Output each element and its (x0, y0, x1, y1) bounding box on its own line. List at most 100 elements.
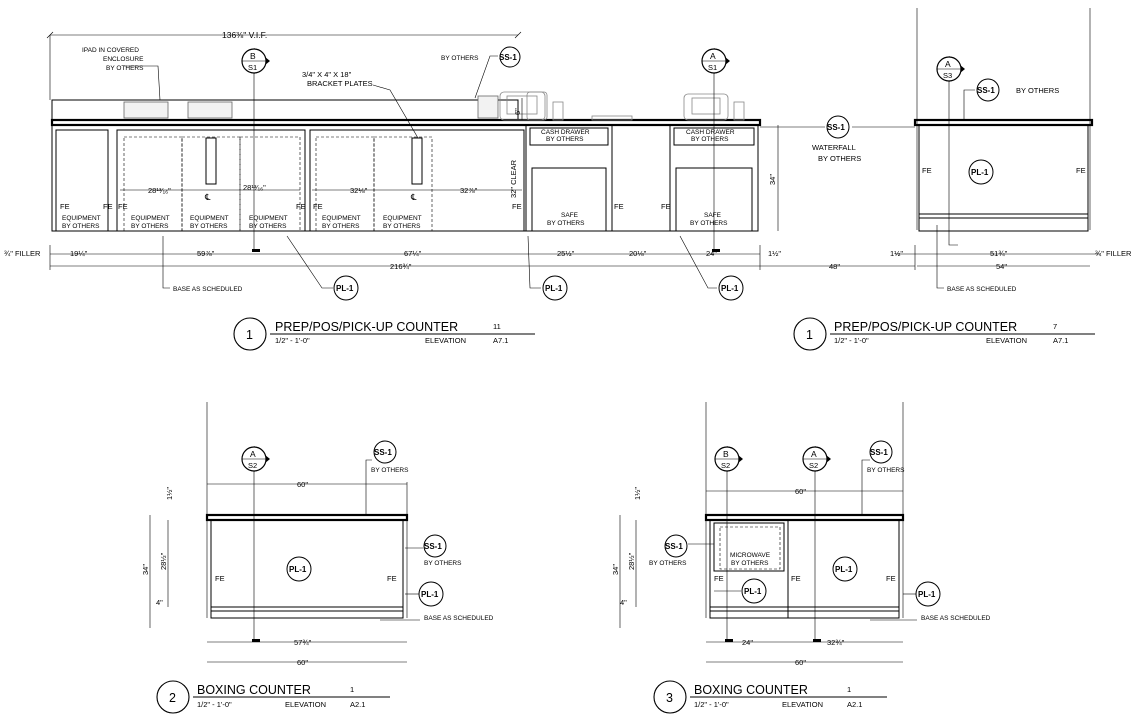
by-others-label: BY OTHERS (383, 223, 421, 230)
fe-label: FE (296, 202, 306, 211)
section-sheet: S2 (721, 461, 730, 470)
section-letter: A (710, 51, 716, 61)
fe-label: FE (661, 202, 671, 211)
elevation-scale: 1/2" - 1'-0" (197, 700, 232, 709)
pl1-tag: PL-1 (968, 159, 994, 185)
section-letter: B (250, 51, 256, 61)
dim-32c: 32¾" (827, 638, 845, 647)
pl1-label: PL-1 (336, 284, 354, 293)
by-others-label: BY OTHERS (249, 223, 287, 230)
title-block-3: 3 BOXING COUNTER 1 1/2" - 1'-0" ELEVATIO… (653, 680, 887, 714)
section-sheet: S2 (248, 461, 257, 470)
by-others-label: BY OTHERS (867, 467, 905, 474)
base-note: BASE AS SCHEDULED (947, 286, 1017, 293)
pl1-tag: PL-1 (542, 275, 568, 301)
fe-label: FE (1076, 166, 1086, 175)
pl1-tag: PL-1 (832, 556, 858, 582)
centerline-mark: ℄ (204, 192, 211, 202)
fe-label: FE (512, 202, 522, 211)
dim-28h: 28½" (159, 552, 168, 570)
dim-28h: 28½" (627, 552, 636, 570)
dim-vif: 136⅜" V.I.F. (222, 30, 267, 40)
dim-67: 67¼" (404, 249, 422, 258)
base-note: BASE AS SCHEDULED (424, 615, 494, 622)
by-others-label: BY OTHERS (371, 467, 409, 474)
elevation-title: PREP/POS/PICK-UP COUNTER (275, 320, 458, 334)
equipment-label: EQUIPMENT (62, 215, 101, 222)
equipment-label: EQUIPMENT (322, 215, 361, 222)
pl1-tag: PL-1 (286, 556, 312, 582)
elevation-title: BOXING COUNTER (694, 683, 808, 697)
pl1-tag: PL-1 (915, 581, 941, 607)
dim-34: 34" (611, 564, 620, 575)
ipad-note-line2: ENCLOSURE (103, 56, 144, 63)
base-note: BASE AS SCHEDULED (173, 286, 243, 293)
cash-drawer-label: CASH DRAWER (686, 129, 735, 136)
elevation-ref-bottom: A7.1 (493, 336, 508, 345)
section-marker: A S2 (802, 446, 831, 472)
ss1-label: SS-1 (499, 53, 517, 62)
section-sheet: S1 (248, 63, 257, 72)
bracket-note-line1: 3/4" X 4" X 18" (302, 70, 352, 79)
section-letter: B (723, 449, 729, 459)
dim-4: 4" (156, 598, 163, 607)
fe-label: FE (103, 202, 113, 211)
fe-label: FE (922, 166, 932, 175)
by-others-label: BY OTHERS (322, 223, 360, 230)
pl1-tag: PL-1 (741, 578, 767, 604)
elevation-ref-top: 7 (1053, 322, 1057, 331)
safe-label: SAFE (704, 212, 722, 219)
elevation-ref-top: 1 (350, 685, 354, 694)
title-block-1-right: 1 PREP/POS/PICK-UP COUNTER 7 1/2" - 1'-0… (793, 317, 1095, 351)
dim-60: 60" (795, 487, 806, 496)
by-others-label: BY OTHERS (106, 65, 144, 72)
ipad-note-line1: IPAD IN COVERED (82, 47, 139, 54)
ss1-label: SS-1 (870, 448, 888, 457)
title-block-2: 2 BOXING COUNTER 1 1/2" - 1'-0" ELEVATIO… (156, 680, 390, 714)
ss1-label: SS-1 (424, 542, 442, 551)
by-others-label: BY OTHERS (190, 223, 228, 230)
by-others-label: BY OTHERS (547, 220, 585, 227)
by-others-label: BY OTHERS (691, 136, 729, 143)
section-letter: A (811, 449, 817, 459)
dim-32b: 32⅞" (460, 186, 478, 195)
cash-drawer-label: CASH DRAWER (541, 129, 590, 136)
elevation-view: ELEVATION (425, 336, 466, 345)
elevation-ref-top: 1 (847, 685, 851, 694)
dim-28a: 28¹³⁄₁₆" (148, 186, 171, 195)
microwave-label: MICROWAVE (730, 552, 771, 559)
by-others-label: BY OTHERS (424, 560, 462, 567)
dim-filler-right: ¾" FILLER (1095, 249, 1132, 258)
elevation-2: 60" FE FE 34" 28½" 1½" 4" 57¾" 60" BASE … (141, 402, 494, 667)
dim-25: 25½" (557, 249, 575, 258)
ss1-tag: SS-1 (869, 440, 893, 464)
by-others-label: BY OTHERS (690, 220, 728, 227)
elevation-title: BOXING COUNTER (197, 683, 311, 697)
elevation-scale: 1/2" - 1'-0" (694, 700, 729, 709)
by-others-label: BY OTHERS (1016, 86, 1059, 95)
waterfall-label: WATERFALL (812, 143, 856, 152)
ss1-label: SS-1 (374, 448, 392, 457)
pl1-label: PL-1 (545, 284, 563, 293)
title-block-1-left: 1 PREP/POS/PICK-UP COUNTER 11 1/2" - 1'-… (233, 317, 535, 351)
pl1-label: PL-1 (721, 284, 739, 293)
elevation-view: ELEVATION (986, 336, 1027, 345)
ss1-label: SS-1 (665, 542, 683, 551)
elevation-1-short: FE FE 1½" 51¾" ¾" FILLER 54" BASE AS SCH… (890, 8, 1132, 293)
ss1-tag: SS-1 (373, 440, 397, 464)
pl1-label: PL-1 (744, 587, 762, 596)
dim-57: 57¾" (294, 638, 312, 647)
section-marker: B S2 (714, 446, 743, 472)
pl1-label: PL-1 (835, 565, 853, 574)
elevation-title: PREP/POS/PICK-UP COUNTER (834, 320, 1017, 334)
dim-4: 4" (620, 598, 627, 607)
section-marker: A S2 (241, 446, 270, 472)
fe-label: FE (118, 202, 128, 211)
dim-51: 51¾" (990, 249, 1008, 258)
by-others-label: BY OTHERS (441, 55, 479, 62)
dim-19: 19¼" (70, 249, 88, 258)
ss1-tag: SS-1 (499, 46, 521, 68)
elevation-number: 3 (666, 691, 673, 705)
